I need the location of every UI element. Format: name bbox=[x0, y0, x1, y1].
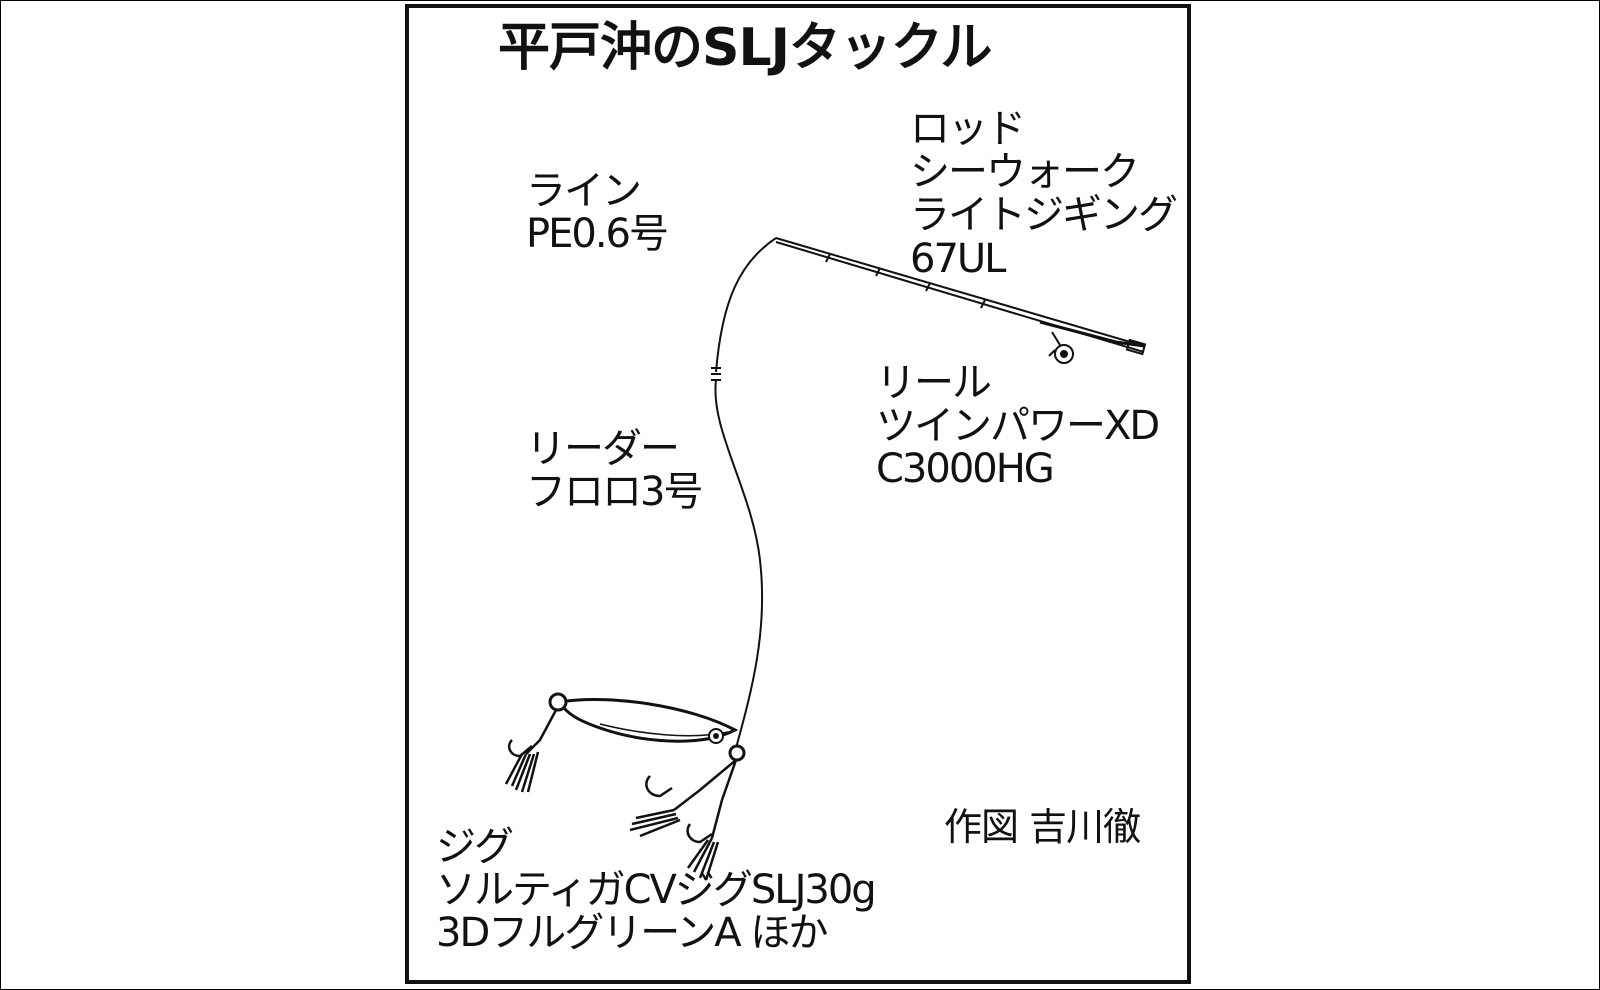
jig-label-color: 3DフルグリーンA ほか bbox=[436, 910, 828, 957]
leader-line bbox=[714, 379, 764, 749]
rod-label-heading: ロッド bbox=[910, 106, 1026, 152]
jig-label: ジグ ソルティガCVジグSLJ30g 3DフルグリーンA ほか bbox=[436, 824, 877, 957]
line-label-spec: PE0.6号 bbox=[526, 211, 669, 258]
diagram-panel bbox=[405, 4, 1191, 984]
reel-label-model: C3000HG bbox=[876, 446, 1055, 493]
line-label: ライン PE0.6号 bbox=[526, 168, 669, 258]
line-label-heading: ライン bbox=[526, 168, 642, 214]
reel-label-heading: リール bbox=[876, 360, 992, 406]
illustration-credit: 作図 吉川徹 bbox=[944, 805, 1141, 849]
jig-label-product: ソルティガCVジグSLJ30g bbox=[436, 867, 877, 914]
leader-label: リーダー フロロ3号 bbox=[526, 426, 703, 516]
rod-label-model: 67UL bbox=[910, 235, 1006, 282]
diagram-title: 平戸沖のSLJタックル bbox=[498, 18, 992, 78]
rod-label-type: ライトジギング bbox=[910, 192, 1178, 239]
reel-label-series: ツインパワーXD bbox=[876, 403, 1160, 450]
metal-jig bbox=[548, 692, 746, 762]
rear-assist-hook bbox=[504, 709, 558, 793]
reel-label: リール ツインパワーXD C3000HG bbox=[876, 360, 1160, 493]
front-assist-hooks bbox=[629, 759, 738, 881]
leader-label-heading: リーダー bbox=[526, 426, 680, 472]
rod-label: ロッド シーウォーク ライトジギング 67UL bbox=[910, 106, 1178, 282]
rod-label-series: シーウォーク bbox=[910, 149, 1140, 196]
leader-label-spec: フロロ3号 bbox=[526, 469, 703, 516]
jig-label-heading: ジグ bbox=[436, 824, 514, 870]
spinning-reel bbox=[1048, 331, 1074, 364]
main-line bbox=[715, 237, 777, 373]
fishing-rod bbox=[775, 237, 1147, 356]
